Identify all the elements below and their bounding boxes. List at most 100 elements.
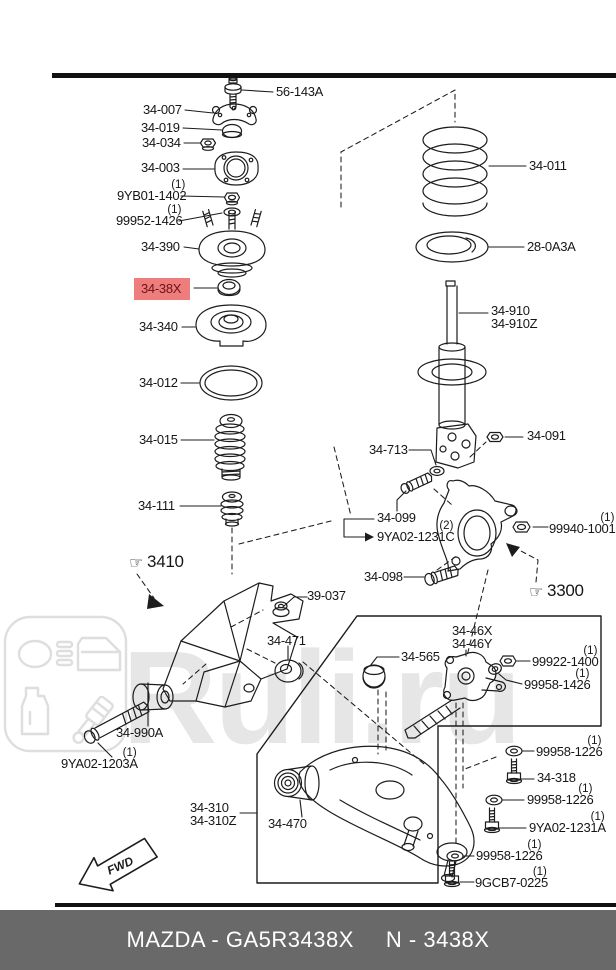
- quantity-badge: (1): [587, 735, 602, 747]
- part-label-34-318: 34-318: [537, 770, 576, 785]
- subframe-bracket-drawing: [163, 583, 303, 707]
- part-number: 34-46Y: [452, 635, 493, 651]
- footer-catalog-number: MAZDA - GA5R3438X: [126, 927, 354, 952]
- oil-jug-icon: [20, 686, 50, 736]
- part-label-34-003: 34-003: [141, 161, 180, 175]
- car-door-icon: [76, 636, 122, 672]
- part-label-34-340: 34-340: [139, 319, 178, 334]
- coil-spring-34-011-drawing: [423, 127, 487, 216]
- bushing-34-471-drawing: [275, 660, 303, 682]
- part-number: 34-471: [267, 633, 306, 648]
- part-label-34-012: 34-012: [139, 376, 178, 390]
- part-label-34-011: 34-011: [529, 159, 567, 173]
- nut-34-091-drawing: [487, 433, 503, 442]
- part-number: 99922-1400: [532, 654, 599, 669]
- bushing-34-470-drawing: [275, 766, 320, 800]
- hand-icon: ☞: [129, 555, 144, 572]
- part-number: 99952-1426: [116, 213, 183, 228]
- strut-34-910-drawing: [418, 281, 486, 468]
- part-number: 34-318: [537, 770, 576, 785]
- part-number: 34-019: [141, 120, 180, 135]
- quantity-badge: (2): [439, 520, 454, 532]
- part-label-3410: ☞3410: [129, 553, 184, 572]
- watermark-text: Ruli.ru: [122, 624, 522, 771]
- reference-arrowheads: [147, 532, 520, 609]
- nut-99922-1400-drawing: [500, 656, 516, 666]
- part-number: 34-46X: [452, 623, 493, 638]
- part-label-34-565: 34-565: [401, 649, 440, 664]
- part-label-9YB01-1402: (1)9YB01-1402: [117, 179, 187, 203]
- part-number: 9GCB7-0225: [475, 875, 548, 890]
- washer-34-713-drawing: [430, 467, 444, 476]
- part-number: 34-091: [527, 428, 566, 443]
- bolt-9gcb7-0225-drawing: [445, 862, 460, 887]
- leader-lines: [98, 90, 548, 882]
- part-label-34-015: 34-015: [139, 432, 178, 447]
- part-label-34-990A: 34-990A: [116, 725, 164, 740]
- part-label-34-098: 34-098: [364, 569, 403, 584]
- part-number: 34-38X: [141, 281, 182, 296]
- control-arm-34-310-drawing: [299, 746, 474, 881]
- lower-arm-detail-box: [257, 616, 601, 883]
- part-label-34-034: 34-034: [142, 136, 181, 150]
- part-number: 99958-1226: [476, 848, 543, 863]
- part-number: 34-310Z: [190, 812, 237, 828]
- quantity-badge: (1): [122, 747, 137, 759]
- nut-39-037-drawing: [273, 602, 289, 617]
- footer-bar: MAZDA - GA5R3438X N - 3438X: [0, 910, 616, 970]
- part-number: 99958-1226: [527, 792, 594, 807]
- plate-34-003-drawing: [215, 152, 258, 185]
- spring-seat-34-340-drawing: [196, 305, 266, 346]
- strut-mount-34-390-drawing: [199, 210, 265, 277]
- part-number: 34-990A: [116, 725, 164, 740]
- part-label-99958-1226: (1)99958-1226: [536, 735, 603, 759]
- part-label-34-091: 34-091: [527, 428, 566, 443]
- part-label-34-713: 34-713: [369, 442, 408, 457]
- ring-34-012-drawing: [200, 366, 262, 400]
- highlighted-part-34-38x-drawing: [218, 280, 240, 296]
- part-label-34-471: 34-471: [267, 633, 306, 648]
- top-border-line: [52, 73, 616, 78]
- part-number: 34-470: [268, 816, 307, 831]
- part-number: 34-390: [141, 239, 180, 254]
- part-number: 3300: [547, 581, 584, 600]
- cap-34-019-drawing: [223, 125, 242, 138]
- part-label-99940-1001: (1)99940-1001: [549, 512, 616, 536]
- spring-seat-28-0a3a-drawing: [416, 232, 488, 262]
- part-label-34-007: 34-007: [143, 103, 182, 117]
- bolt-34-318-drawing: [507, 759, 522, 784]
- part-number: 34-910Z: [491, 315, 538, 331]
- part-label-3300: ☞3300: [529, 581, 584, 601]
- footer-part-code: N - 3438X: [385, 927, 490, 952]
- bushing-34-565-drawing: [363, 665, 385, 688]
- washer-99958-1426-drawing: [487, 662, 503, 676]
- part-number: 34-713: [369, 442, 408, 457]
- part-label-9YA02-1231C: (2)9YA02-1231C: [377, 520, 455, 544]
- part-number: 99958-1226: [536, 744, 603, 759]
- nut-99940-1001-drawing: [513, 522, 530, 532]
- part-label-39-037: 39-037: [307, 589, 346, 603]
- part-number: 34-565: [401, 649, 440, 664]
- part-number: 34-310: [190, 800, 229, 815]
- part-label-34-019: 34-019: [141, 120, 180, 135]
- bolt-9ya02-1231a-drawing: [485, 808, 500, 833]
- part-label-34-111: 34-111: [138, 499, 175, 513]
- part-number: 99958-1426: [524, 677, 591, 692]
- part-label-9YA02-1203A: (1)9YA02-1203A: [61, 747, 138, 771]
- bolt-34-099-drawing: [399, 472, 433, 495]
- part-number: 34-015: [139, 432, 178, 447]
- quantity-badge: (1): [600, 512, 615, 524]
- dashed-reference-lines: [137, 90, 538, 845]
- part-label-34-470: 34-470: [268, 816, 307, 831]
- quantity-badge: (1): [583, 645, 598, 657]
- part-number: 34-340: [139, 319, 178, 334]
- bolt-34-098-drawing: [423, 564, 460, 586]
- hand-icon: ☞: [529, 584, 544, 601]
- part-label-99922-1400: (1)99922-1400: [532, 645, 599, 669]
- part-label-56-143A: 56-143A: [276, 85, 323, 99]
- part-label-34-38X: 34-38X: [134, 278, 191, 300]
- part-number: 34-098: [364, 569, 403, 584]
